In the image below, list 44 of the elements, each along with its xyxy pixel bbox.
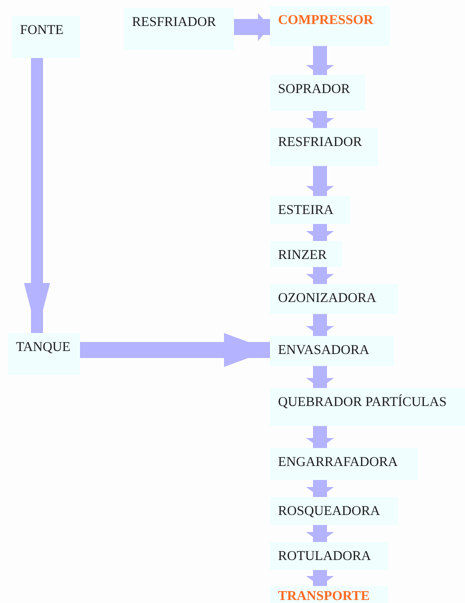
process-box [124,8,234,50]
process-box [270,241,342,267]
step-label: TRANSPORTE [278,589,370,603]
process-box [270,388,465,426]
arrow [306,224,334,241]
arrow [80,333,270,367]
process-box [8,333,80,375]
process-box [270,284,398,314]
step-label: QUEBRADOR PARTÍCULAS [278,395,447,410]
process-box [270,542,388,570]
process-box [270,196,350,224]
step-label: RINZER [278,248,327,263]
step-label: RESFRIADOR [278,135,362,150]
process-box [12,16,80,58]
step-label: ROSQUEADORA [278,504,380,519]
process-box [270,497,398,525]
step-label: TANQUE [16,340,70,355]
arrow [306,525,334,542]
step-label: RESFRIADOR [132,15,216,30]
step-label: ENGARRAFADORA [278,455,398,470]
process-box [270,586,388,603]
process-box [270,75,365,111]
step-label: SOPRADOR [278,82,350,97]
step-label: ROTULADORA [278,549,371,564]
process-box [270,448,418,480]
process-box [270,128,378,166]
arrow [24,58,50,333]
arrow [234,13,270,41]
arrow [306,366,334,388]
arrow [306,267,334,284]
arrow [306,480,334,497]
arrow [306,111,334,128]
arrow [306,570,334,586]
process-box [270,6,390,46]
process-box [270,336,394,366]
arrow [306,426,334,448]
arrow [306,314,334,336]
step-label: ENVASADORA [278,343,370,358]
step-label: FONTE [20,23,64,38]
arrow [306,166,334,196]
arrow [306,46,334,75]
step-label: COMPRESSOR [278,13,374,28]
step-label: OZONIZADORA [278,291,376,306]
step-label: ESTEIRA [278,203,334,218]
